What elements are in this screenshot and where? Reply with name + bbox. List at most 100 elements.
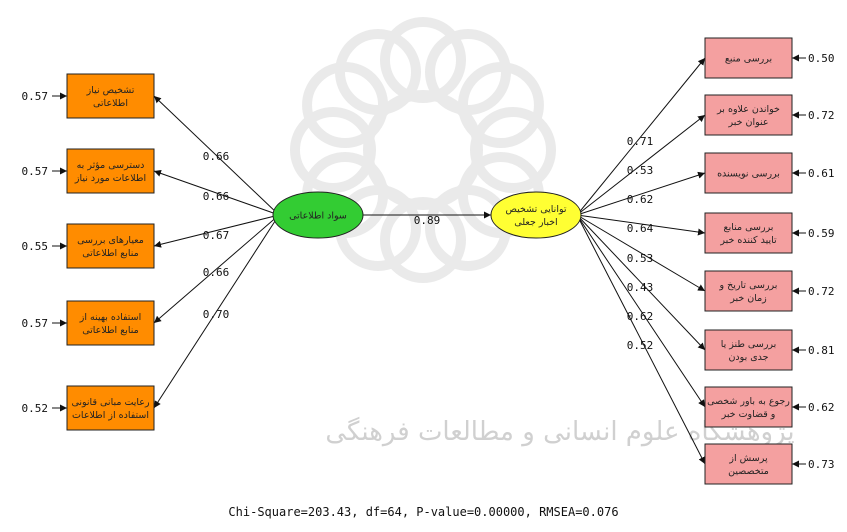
right-indicator-label-line: و قضاوت خبر <box>721 409 776 420</box>
left-error-value: 0.57 <box>22 317 49 330</box>
left-indicator-box <box>66 300 155 346</box>
right-indicator-label-line: بررسی طنز یا <box>721 339 777 350</box>
right-loading-value: 0.53 <box>627 252 654 265</box>
right-indicator-label-line: تایید کننده خبر <box>719 235 777 246</box>
right-loading-arrow <box>576 214 706 351</box>
latent-fake-news-detection <box>490 191 582 239</box>
right-error-value: 0.59 <box>808 227 835 240</box>
left-loading-arrow <box>153 214 280 324</box>
right-indicator-label: بررسی نویسنده <box>717 169 780 180</box>
left-indicator-label: دسترسی مؤثر به اطلاعات مورد نیاز <box>74 160 146 184</box>
latent-information-literacy <box>272 191 364 239</box>
left-error-value: 0.52 <box>22 402 49 415</box>
right-indicator-label-line: جدی بودن <box>728 352 768 363</box>
right-indicator-label-line: عنوان خبر <box>727 117 768 128</box>
latent-right-label-line: اخبار جعلی <box>514 217 557 228</box>
right-indicator-label-line: بررسی منبع <box>725 54 772 65</box>
right-indicator-box <box>704 37 793 79</box>
left-indicator-label: معیارهای بررسی منابع اطلاعاتی <box>77 235 144 259</box>
left-indicator-label-line: منابع اطلاعاتی <box>82 248 139 259</box>
right-error-value: 0.50 <box>808 52 835 65</box>
right-loading-value: 0.52 <box>627 339 654 352</box>
right-indicator-label: بررسی تاریخ و زمان خبر <box>719 280 778 304</box>
right-indicator-label: خواندن علاوه بر عنوان خبر <box>716 104 780 128</box>
left-indicator-box <box>66 73 155 119</box>
right-error-value: 0.72 <box>808 109 835 122</box>
right-error-value: 0.62 <box>808 401 835 414</box>
watermark-petal <box>335 29 421 116</box>
right-indicator-label: رجوع به باور شخصی و قضاوت خبر <box>707 396 790 420</box>
right-indicator-box <box>704 212 793 254</box>
left-loading-value: 0.67 <box>203 229 230 242</box>
right-error-value: 0.81 <box>808 344 835 357</box>
right-indicator-label: بررسی منبع <box>725 54 772 65</box>
left-indicator-label-line: دسترسی مؤثر به <box>77 160 145 171</box>
fit-statistics: Chi-Square=203.43, df=64, P-value=0.0000… <box>228 505 619 519</box>
watermark-emblem <box>290 17 556 283</box>
right-indicator-label-line: متخصصین <box>728 466 769 477</box>
right-loading-arrow <box>576 114 706 216</box>
left-loading-value: 0.70 <box>203 308 230 321</box>
left-loading-arrow <box>153 170 280 216</box>
left-indicator-label-line: تشخیص نیاز <box>86 85 135 96</box>
right-indicator-label-line: زمان خبر <box>729 293 767 304</box>
right-loading-arrow <box>576 214 706 292</box>
right-error-value: 0.73 <box>808 458 835 471</box>
right-indicator-label: بررسی منابع تایید کننده خبر <box>719 222 777 246</box>
watermark-center <box>363 90 483 210</box>
left-loading-arrow <box>153 214 280 248</box>
left-indicator-label-line: استفاده از اطلاعات <box>72 410 149 421</box>
left-loading-value: 0.66 <box>203 150 230 163</box>
right-indicator-box <box>704 443 793 485</box>
left-error-value: 0.55 <box>22 240 49 253</box>
left-indicator-label-line: معیارهای بررسی <box>77 235 144 246</box>
diagram-labels: سواد اطلاعاتی توانایی تشخیص اخبار جعلی 0.89… <box>22 52 835 477</box>
left-indicator-label-line: اطلاعاتی <box>93 98 128 109</box>
right-loading-value: 0.64 <box>627 222 654 235</box>
right-indicator-label: پرسش از متخصصین <box>728 453 769 477</box>
left-indicator-label-line: منابع اطلاعاتی <box>82 325 139 336</box>
right-error-value: 0.72 <box>808 285 835 298</box>
left-indicator-label-line: اطلاعات مورد نیاز <box>74 173 146 184</box>
right-loading-value: 0.71 <box>627 135 654 148</box>
right-loading-arrow <box>576 214 706 408</box>
right-loading-value: 0.53 <box>627 164 654 177</box>
left-loading-value: 0.66 <box>203 266 230 279</box>
left-indicator-label-line: رعایت مبانی قانونی <box>71 397 150 408</box>
left-indicator-label: رعایت مبانی قانونی استفاده از اطلاعات <box>71 397 150 421</box>
latent-right-label: توانایی تشخیص اخبار جعلی <box>505 204 566 228</box>
right-indicator-label-line: رجوع به باور شخصی <box>707 396 790 407</box>
diagram-edges <box>52 54 806 468</box>
structural-coefficient: 0.89 <box>414 214 441 227</box>
right-loading-arrow <box>576 171 706 216</box>
left-loading-arrow <box>153 95 280 216</box>
right-indicator-box <box>704 270 793 312</box>
left-loading-arrow <box>153 214 280 409</box>
right-loading-value: 0.43 <box>627 281 654 294</box>
right-loading-arrow <box>576 214 706 236</box>
left-indicator-box <box>66 385 155 431</box>
right-indicator-label-line: بررسی نویسنده <box>717 169 780 180</box>
right-loading-value: 0.62 <box>627 193 654 206</box>
left-error-value: 0.57 <box>22 90 49 103</box>
left-loading-value: 0.66 <box>203 190 230 203</box>
right-indicator-box <box>704 152 793 194</box>
left-indicator-label: تشخیص نیاز اطلاعاتی <box>86 85 135 109</box>
right-error-value: 0.61 <box>808 167 835 180</box>
diagram-nodes <box>66 37 793 485</box>
right-indicator-box <box>704 386 793 428</box>
latent-right-label-line: توانایی تشخیص <box>505 204 566 215</box>
right-indicator-label-line: بررسی منابع <box>724 222 774 233</box>
right-indicator-label-line: پرسش از <box>728 453 768 464</box>
left-indicator-box <box>66 223 155 269</box>
right-indicator-label: بررسی طنز یا جدی بودن <box>721 339 777 363</box>
right-loading-arrow <box>576 214 706 465</box>
right-indicator-box <box>704 94 793 136</box>
right-indicator-label-line: بررسی تاریخ و <box>719 280 778 291</box>
right-loading-value: 0.62 <box>627 310 654 323</box>
right-indicator-label-line: خواندن علاوه بر <box>716 104 780 115</box>
latent-left-label: سواد اطلاعاتی <box>289 211 347 222</box>
